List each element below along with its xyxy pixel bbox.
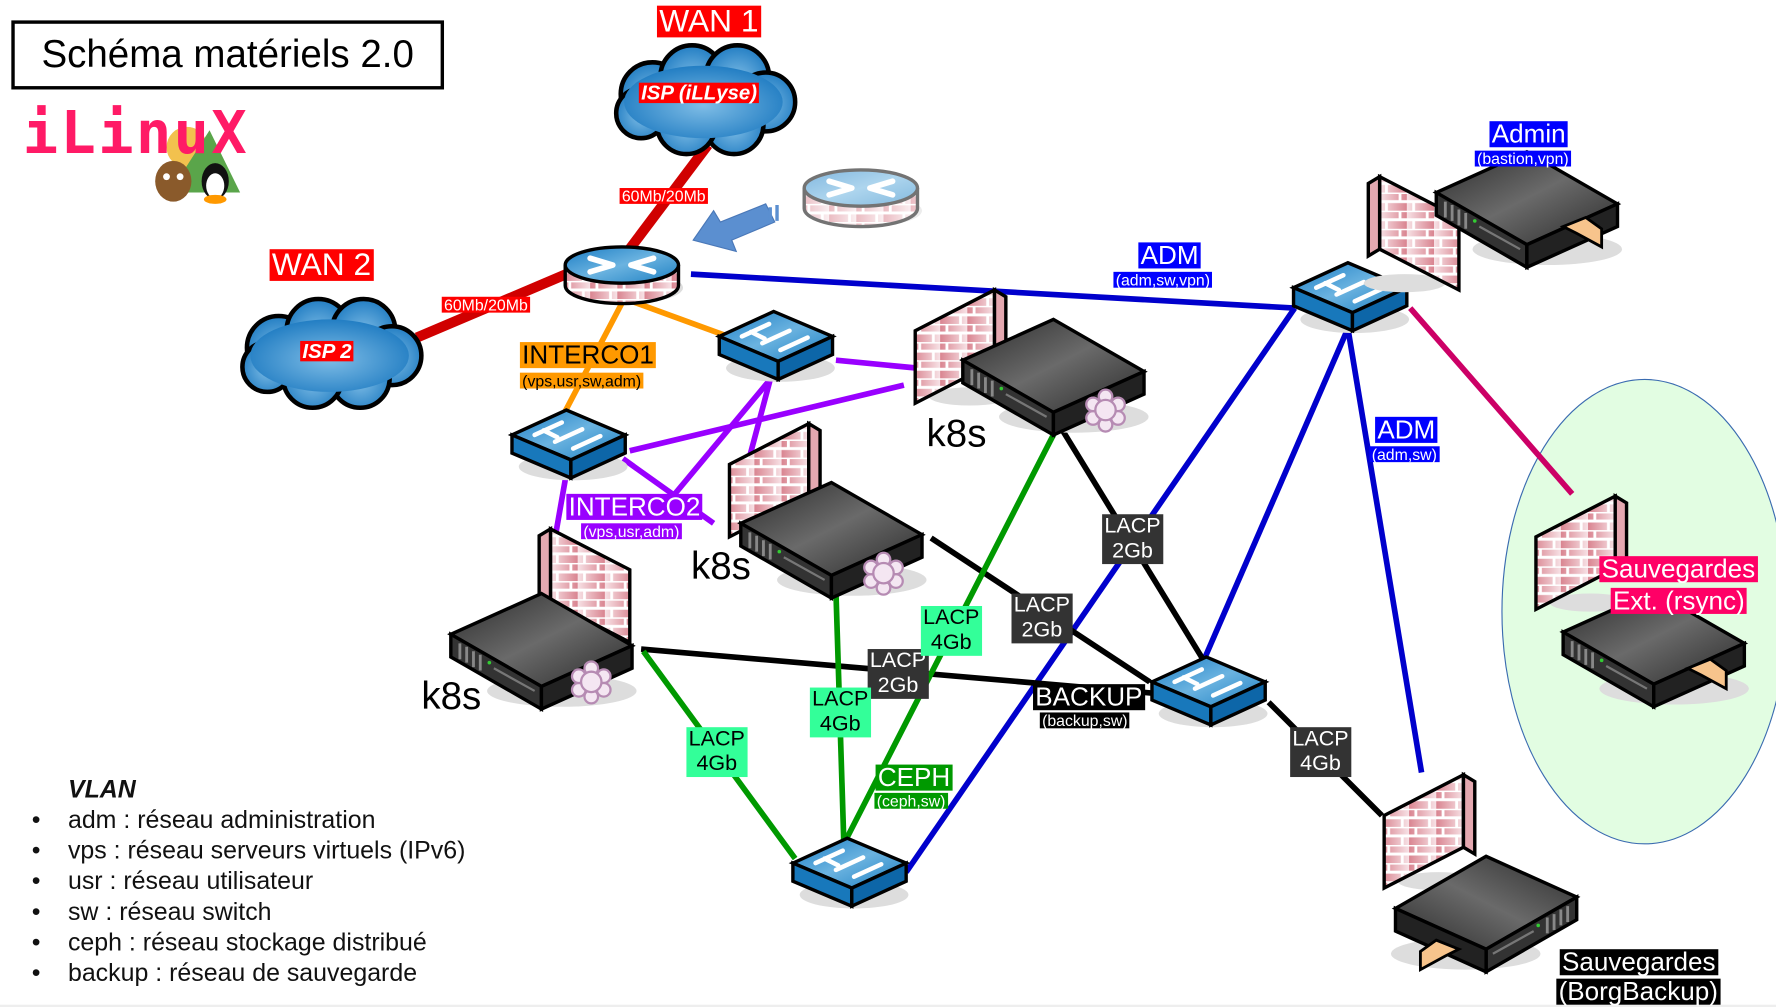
ceph-vlans: (ceph,sw) <box>874 792 948 809</box>
lacp-speed: 4Gb <box>696 752 738 776</box>
borg-backup-label-line2: (BorgBackup) <box>1556 978 1721 1005</box>
wan1-label: WAN 1 <box>656 5 761 38</box>
vlan-legend-text: ceph : réseau stockage distribué <box>67 927 427 956</box>
lacp-type: LACP <box>1292 727 1349 751</box>
arrow-icon-tail <box>768 205 779 224</box>
switch-ceph-icon[interactable] <box>793 838 909 908</box>
vlan-legend-heading: VLAN <box>67 774 136 804</box>
link-interco2 <box>835 357 918 371</box>
page-title: Schéma matériels 2.0 <box>11 20 445 90</box>
lacp-type: LACP <box>869 649 927 673</box>
lacp-type: LACP <box>812 687 869 712</box>
vlan-legend-item: •backup : réseau de sauvegarde <box>31 958 418 987</box>
link-interco1-b <box>627 297 726 338</box>
interco1-label: INTERCO1 <box>519 342 657 369</box>
link-ext-backup <box>1408 306 1575 496</box>
admin-sub-label: (bastion,vpn) <box>1474 151 1571 167</box>
lacp-speed: 4Gb <box>819 712 861 737</box>
switch-interco-a-icon[interactable] <box>719 311 835 381</box>
link-adm-backup-switch <box>1202 327 1351 659</box>
logo: iLinuX <box>22 99 250 168</box>
vlan-legend-item: •vps : réseau serveurs virtuels (IPv6) <box>31 835 466 865</box>
vlan-legend-text: usr : réseau utilisateur <box>67 866 314 895</box>
adm-link2-vlans: (adm,sw) <box>1369 446 1440 463</box>
switch-backup-icon[interactable] <box>1152 657 1268 727</box>
backup-router-icon <box>804 170 922 227</box>
admin-server-icon[interactable] <box>1434 150 1624 270</box>
vlan-legend-text: sw : réseau switch <box>67 897 272 926</box>
admin-label: Admin <box>1489 121 1568 148</box>
lacp-type: LACP <box>923 605 980 630</box>
wan1-bandwidth: 60Mb/20Mb <box>619 188 708 204</box>
link-interco2 <box>654 377 773 518</box>
backup-label: BACKUP <box>1033 684 1145 711</box>
arrow-icon <box>692 203 776 253</box>
ceph-label: CEPH <box>875 764 953 791</box>
lacp-speed: 4Gb <box>1300 752 1341 776</box>
vlan-legend: VLAN •adm : réseau administration •vps :… <box>32 775 466 988</box>
lacp-type: LACP <box>1013 593 1070 618</box>
link-interco2 <box>744 378 773 466</box>
lacp-speed: 2Gb <box>877 673 919 698</box>
adm-link-vlans: (adm,sw,vpn) <box>1113 271 1213 288</box>
lacp-type: LACP <box>688 727 745 751</box>
lacp-speed: 4Gb <box>930 630 972 655</box>
wan1-isp-label: ISP (iLLyse) <box>638 82 760 104</box>
lacp-speed: 2Gb <box>1112 539 1153 563</box>
vlan-legend-item: •sw : réseau switch <box>31 897 272 926</box>
logo-mascots-icon <box>155 126 241 204</box>
vlan-legend-item: •usr : réseau utilisateur <box>31 866 314 895</box>
wan2-isp-label: ISP 2 <box>300 340 354 362</box>
adm-link2-label: ADM <box>1375 416 1438 443</box>
backup-vlans: (backup,sw) <box>1039 712 1130 728</box>
switch-adm-icon[interactable] <box>1294 263 1410 333</box>
lacp-type: LACP <box>1104 514 1161 539</box>
vlan-legend-item: •adm : réseau administration <box>31 805 376 834</box>
k8s-node-1-label: k8s <box>926 412 987 456</box>
router-icon[interactable] <box>565 247 683 304</box>
ext-backup-label-line1: Sauvegardes <box>1599 556 1758 583</box>
k8s-node-3-label: k8s <box>421 675 482 719</box>
k8s-node-2-label: k8s <box>690 544 751 588</box>
link-adm-borg <box>1345 328 1425 773</box>
interco1-vlans: (vps,usr,sw,adm) <box>519 372 644 389</box>
link-interco2 <box>552 472 570 539</box>
interco2-vlans: (vps,usr,adm) <box>581 523 682 539</box>
link-adm-ceph <box>903 306 1298 874</box>
lacp-speed: 2Gb <box>1021 618 1063 643</box>
vlan-legend-item: •ceph : réseau stockage distribué <box>31 927 427 956</box>
interco2-label: INTERCO2 <box>566 493 703 520</box>
switch-interco-b-icon[interactable] <box>512 410 628 480</box>
wan2-label: WAN 2 <box>269 249 374 281</box>
wan2-bandwidth: 60Mb/20Mb <box>441 296 531 313</box>
link-interco2 <box>629 382 905 454</box>
vlan-legend-text: backup : réseau de sauvegarde <box>67 958 418 987</box>
ext-backup-label-line2: Ext. (rsync) <box>1610 587 1747 614</box>
adm-link-label: ADM <box>1138 242 1201 269</box>
vlan-legend-text: adm : réseau administration <box>67 805 376 834</box>
vlan-legend-text: vps : réseau serveurs virtuels (IPv6) <box>67 835 466 865</box>
borg-backup-label-line1: Sauvegardes <box>1559 949 1718 976</box>
